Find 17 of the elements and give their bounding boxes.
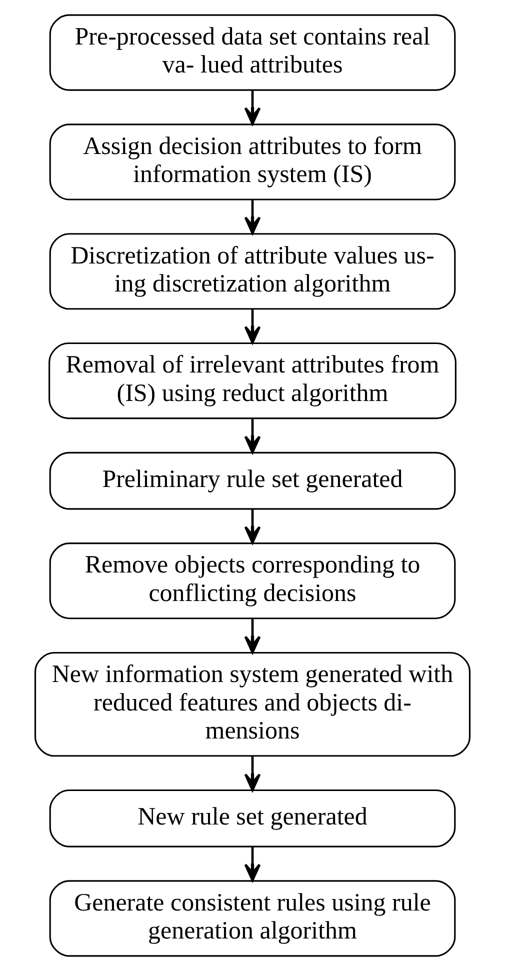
arrow: [244, 846, 261, 882]
node-box: New information system generated with reduced features and objects di- mensions: [34, 652, 471, 757]
arrow: [244, 418, 261, 454]
arrow: [244, 90, 261, 125]
arrow: [244, 618, 261, 654]
arrow: [244, 308, 261, 344]
node-box: Removal of irrelevant attributes from (IS) using reduct algorithm: [48, 342, 456, 420]
node-box: Generate consistent rules using rule generation algorithm: [49, 880, 456, 957]
node-box: Preliminary rule set generated: [49, 452, 456, 510]
node-box: Remove objects corresponding to conflicting decisions: [49, 542, 456, 620]
arrow: [244, 509, 261, 544]
node-box: Assign decision attributes to form information system (IS): [49, 124, 456, 200]
node-box: Discretization of attribute values us- ing discretization algorithm: [49, 233, 456, 310]
arrow: [244, 756, 261, 792]
arrow: [244, 200, 261, 234]
node-box: New rule set generated: [49, 790, 456, 848]
node-box: Pre-processed data set contains real va- lued attributes: [49, 14, 456, 91]
